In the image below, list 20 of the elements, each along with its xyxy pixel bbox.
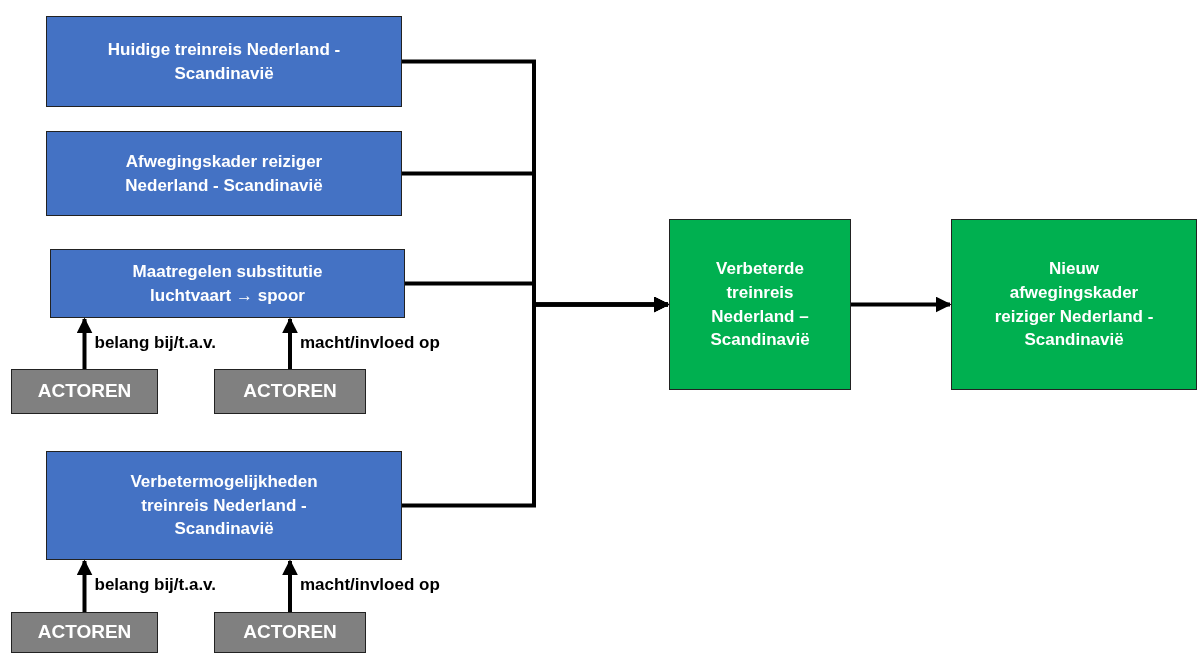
actor-box: ACTOREN — [214, 369, 366, 414]
arrow — [851, 296, 952, 313]
arrow — [402, 296, 670, 508]
process-box: Afwegingskader reiziger Nederland - Scandinavië — [46, 131, 402, 216]
edge-label: belang bij/t.a.v. — [94, 575, 217, 595]
edge-label: macht/invloed op — [300, 575, 440, 595]
process-box: Huidige treinreis Nederland - Scandinavië — [46, 16, 402, 107]
process-box: Verbetermogelijkheden treinreis Nederland - Scandinavië — [46, 451, 402, 560]
result-box: Nieuw afwegingskader reiziger Nederland - Scandinavië — [951, 219, 1197, 390]
edge-label: belang bij/t.a.v. — [94, 332, 217, 353]
arrow — [76, 317, 93, 369]
edge-label: macht/invloed op — [300, 332, 440, 353]
actor-box: ACTOREN — [11, 612, 158, 653]
arrow — [282, 317, 298, 369]
actor-box: ACTOREN — [11, 369, 158, 414]
actor-box: ACTOREN — [214, 612, 366, 653]
arrow — [76, 559, 93, 612]
result-box: Verbeterde treinreis Nederland – Scandinavië — [669, 219, 851, 390]
process-box: Maatregelen substitutie luchtvaart → spoor — [50, 249, 405, 318]
arrow — [282, 559, 298, 612]
